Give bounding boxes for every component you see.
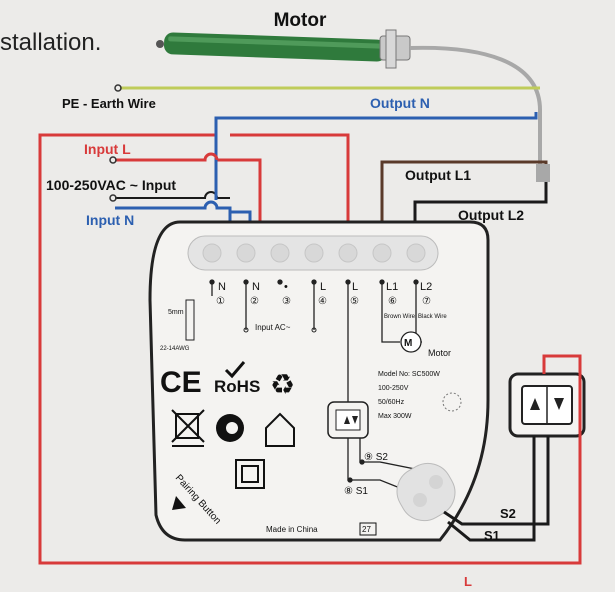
terminal-4-label: L (320, 281, 326, 293)
terminal-1-num: ① (216, 296, 225, 307)
motor-icon: Motor (156, 10, 411, 69)
output-n-label: Output N (370, 95, 430, 111)
up-arrow-icon[interactable] (530, 398, 540, 410)
input-l-label: Input L (84, 141, 131, 157)
s1-wire (447, 436, 536, 542)
input-l-wire (115, 152, 262, 245)
l-bottom-label: L (464, 574, 472, 589)
strip-length-label: 5mm (168, 309, 184, 316)
terminal-1-label: N (218, 281, 226, 293)
house-icon (265, 412, 295, 447)
output-l2-label: Output L2 (458, 207, 524, 223)
input-n-wire (115, 200, 232, 245)
terminal-6-sub: Brown Wire (384, 314, 416, 320)
pairing-arrow-icon (172, 496, 186, 510)
box-number: 27 (362, 525, 371, 534)
spec-power: Max 300W (378, 413, 412, 420)
weee-icon (171, 409, 205, 447)
terminal-6-label: L1 (386, 281, 398, 293)
awg-label: 22-14AWG (160, 346, 190, 352)
double-insulation-icon (235, 459, 265, 489)
down-arrow-icon[interactable] (554, 398, 564, 410)
check-icon (224, 361, 246, 379)
rohs-mark: RoHS (214, 377, 260, 396)
terminal-7-num: ⑦ (422, 296, 431, 307)
motor-symbol-label: Motor (428, 348, 451, 358)
input-ac-label: Input AC~ (255, 323, 291, 332)
recycle-icon: ♻ (270, 369, 295, 400)
terminal-4-num: ④ (318, 296, 327, 307)
header-text: stallation. (0, 29, 101, 56)
live-wire-loop (38, 133, 582, 565)
terminal-2-num: ② (250, 296, 259, 307)
terminal-3-num: ③ (282, 296, 291, 307)
input-n-label: Input N (86, 212, 134, 228)
pe-label: PE - Earth Wire (62, 96, 156, 111)
spec-voltage: 100-250V (378, 385, 409, 392)
terminal-7-sub: Black Wire (418, 314, 447, 320)
output-n-wire (214, 112, 538, 122)
spec-model: Model No: SC500W (378, 371, 440, 378)
s2-wire-label: S2 (500, 506, 516, 521)
terminal-3-label: • (284, 281, 288, 293)
svg-text:M: M (404, 338, 412, 349)
terminal-7-label: L2 (420, 281, 432, 293)
terminal-5-num: ⑤ (350, 296, 359, 307)
terminal-2-label: N (252, 281, 260, 293)
made-in-label: Made in China (266, 525, 318, 534)
s2-terminal-label: ⑨ S2 (364, 452, 388, 463)
s1-terminal-label: ⑧ S1 (344, 486, 368, 497)
terminal-6-num: ⑥ (388, 296, 397, 307)
ce-mark: CE (160, 366, 202, 399)
switch-module (148, 220, 490, 542)
output-l1-label: Output L1 (405, 167, 471, 183)
terminal-5-label: L (352, 281, 358, 293)
motor-title: Motor (274, 10, 327, 31)
supply-label: 100-250VAC ~ Input (46, 177, 176, 193)
motor-cable (409, 45, 542, 176)
spec-frequency: 50/60Hz (378, 399, 405, 406)
s2-wire (443, 436, 550, 526)
s1-wire-label: S1 (484, 528, 500, 543)
